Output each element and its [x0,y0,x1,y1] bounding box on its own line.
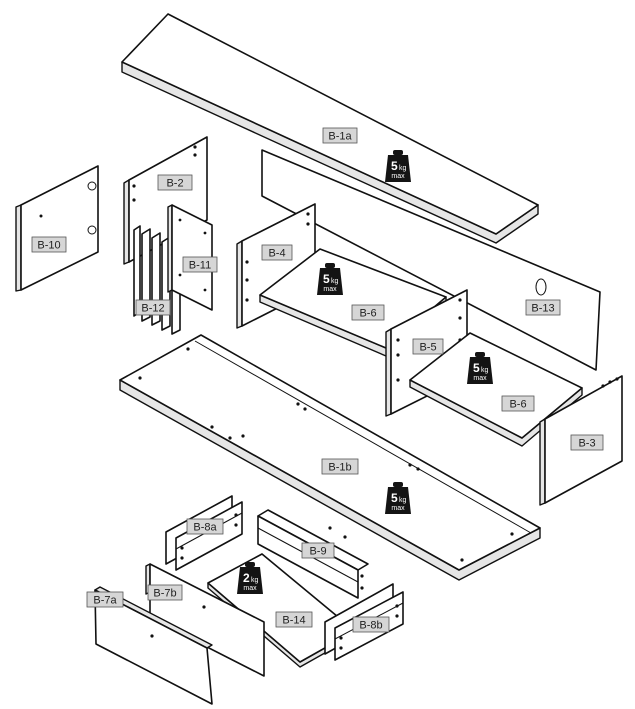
weight-icon-bottom: 5 kg max [385,482,411,514]
label-b12: B-12 [135,299,171,316]
label-b8a-text: B-8a [193,522,217,534]
weight-icon-shelf-right: 5 kg max [467,352,493,384]
weight-drawer-value: 2 [243,571,250,585]
weight-icon-shelf-left: 5 kg max [317,263,343,295]
weight-shelf-left-unit: kg [331,278,339,285]
label-b8b: B-8b [352,616,390,633]
label-b5: B-5 [412,338,444,355]
weight-bottom-unit: kg [399,497,407,504]
weight-top-unit: kg [399,165,407,172]
weight-shelf-right-note: max [473,375,487,382]
label-b7a: B-7a [86,591,124,608]
weight-drawer-note: max [243,585,257,592]
label-b8a: B-8a [186,518,224,535]
label-b1a: B-1a [322,127,358,144]
label-b10-text: B-10 [37,240,60,252]
weight-icon-top: 5 kg max [385,150,411,182]
weight-shelf-left-note: max [323,286,337,293]
label-b14: B-14 [275,611,313,628]
weight-bottom-value: 5 [391,491,398,505]
label-b7b: B-7b [147,584,183,601]
label-b6-left: B-6 [351,304,385,321]
top-board [121,13,539,244]
label-b4: B-4 [261,244,293,261]
label-b13: B-13 [525,299,561,316]
label-b7a-text: B-7a [93,595,117,607]
label-b5-text: B-5 [419,342,436,354]
label-b2: B-2 [157,174,193,191]
label-b11-text: B-11 [189,260,211,272]
label-b11: B-11 [182,256,218,273]
label-b6-right-text: B-6 [509,399,526,411]
label-b1b: B-1b [321,458,359,475]
back-panel [261,149,601,371]
weight-icon-drawer: 2 kg max [237,562,263,594]
weight-drawer-unit: kg [251,577,259,584]
label-b1a-text: B-1a [328,131,352,143]
label-b1b-text: B-1b [328,462,351,474]
label-b2-text: B-2 [166,178,183,190]
label-b9-text: B-9 [309,546,326,558]
label-b13-text: B-13 [531,303,554,315]
label-b9: B-9 [301,542,335,559]
label-b7b-text: B-7b [153,588,176,600]
weight-top-value: 5 [391,159,398,173]
label-b8b-text: B-8b [359,620,382,632]
weight-bottom-note: max [391,505,405,512]
weight-shelf-right-unit: kg [481,367,489,374]
weight-top-note: max [391,173,405,180]
drawer-front-b7a [94,586,213,705]
weight-shelf-left-value: 5 [323,272,330,286]
label-b12-text: B-12 [141,303,164,315]
label-b10: B-10 [31,236,67,253]
label-b6-left-text: B-6 [359,308,376,320]
label-b4-text: B-4 [268,248,285,260]
label-b6-right: B-6 [501,395,535,412]
weight-shelf-right-value: 5 [473,361,480,375]
label-b14-text: B-14 [282,615,305,627]
label-b3: B-3 [570,434,604,451]
side-panel-b10 [15,165,99,292]
label-b3-text: B-3 [578,438,595,450]
bottom-board [119,334,541,581]
shelf-right [409,332,583,447]
